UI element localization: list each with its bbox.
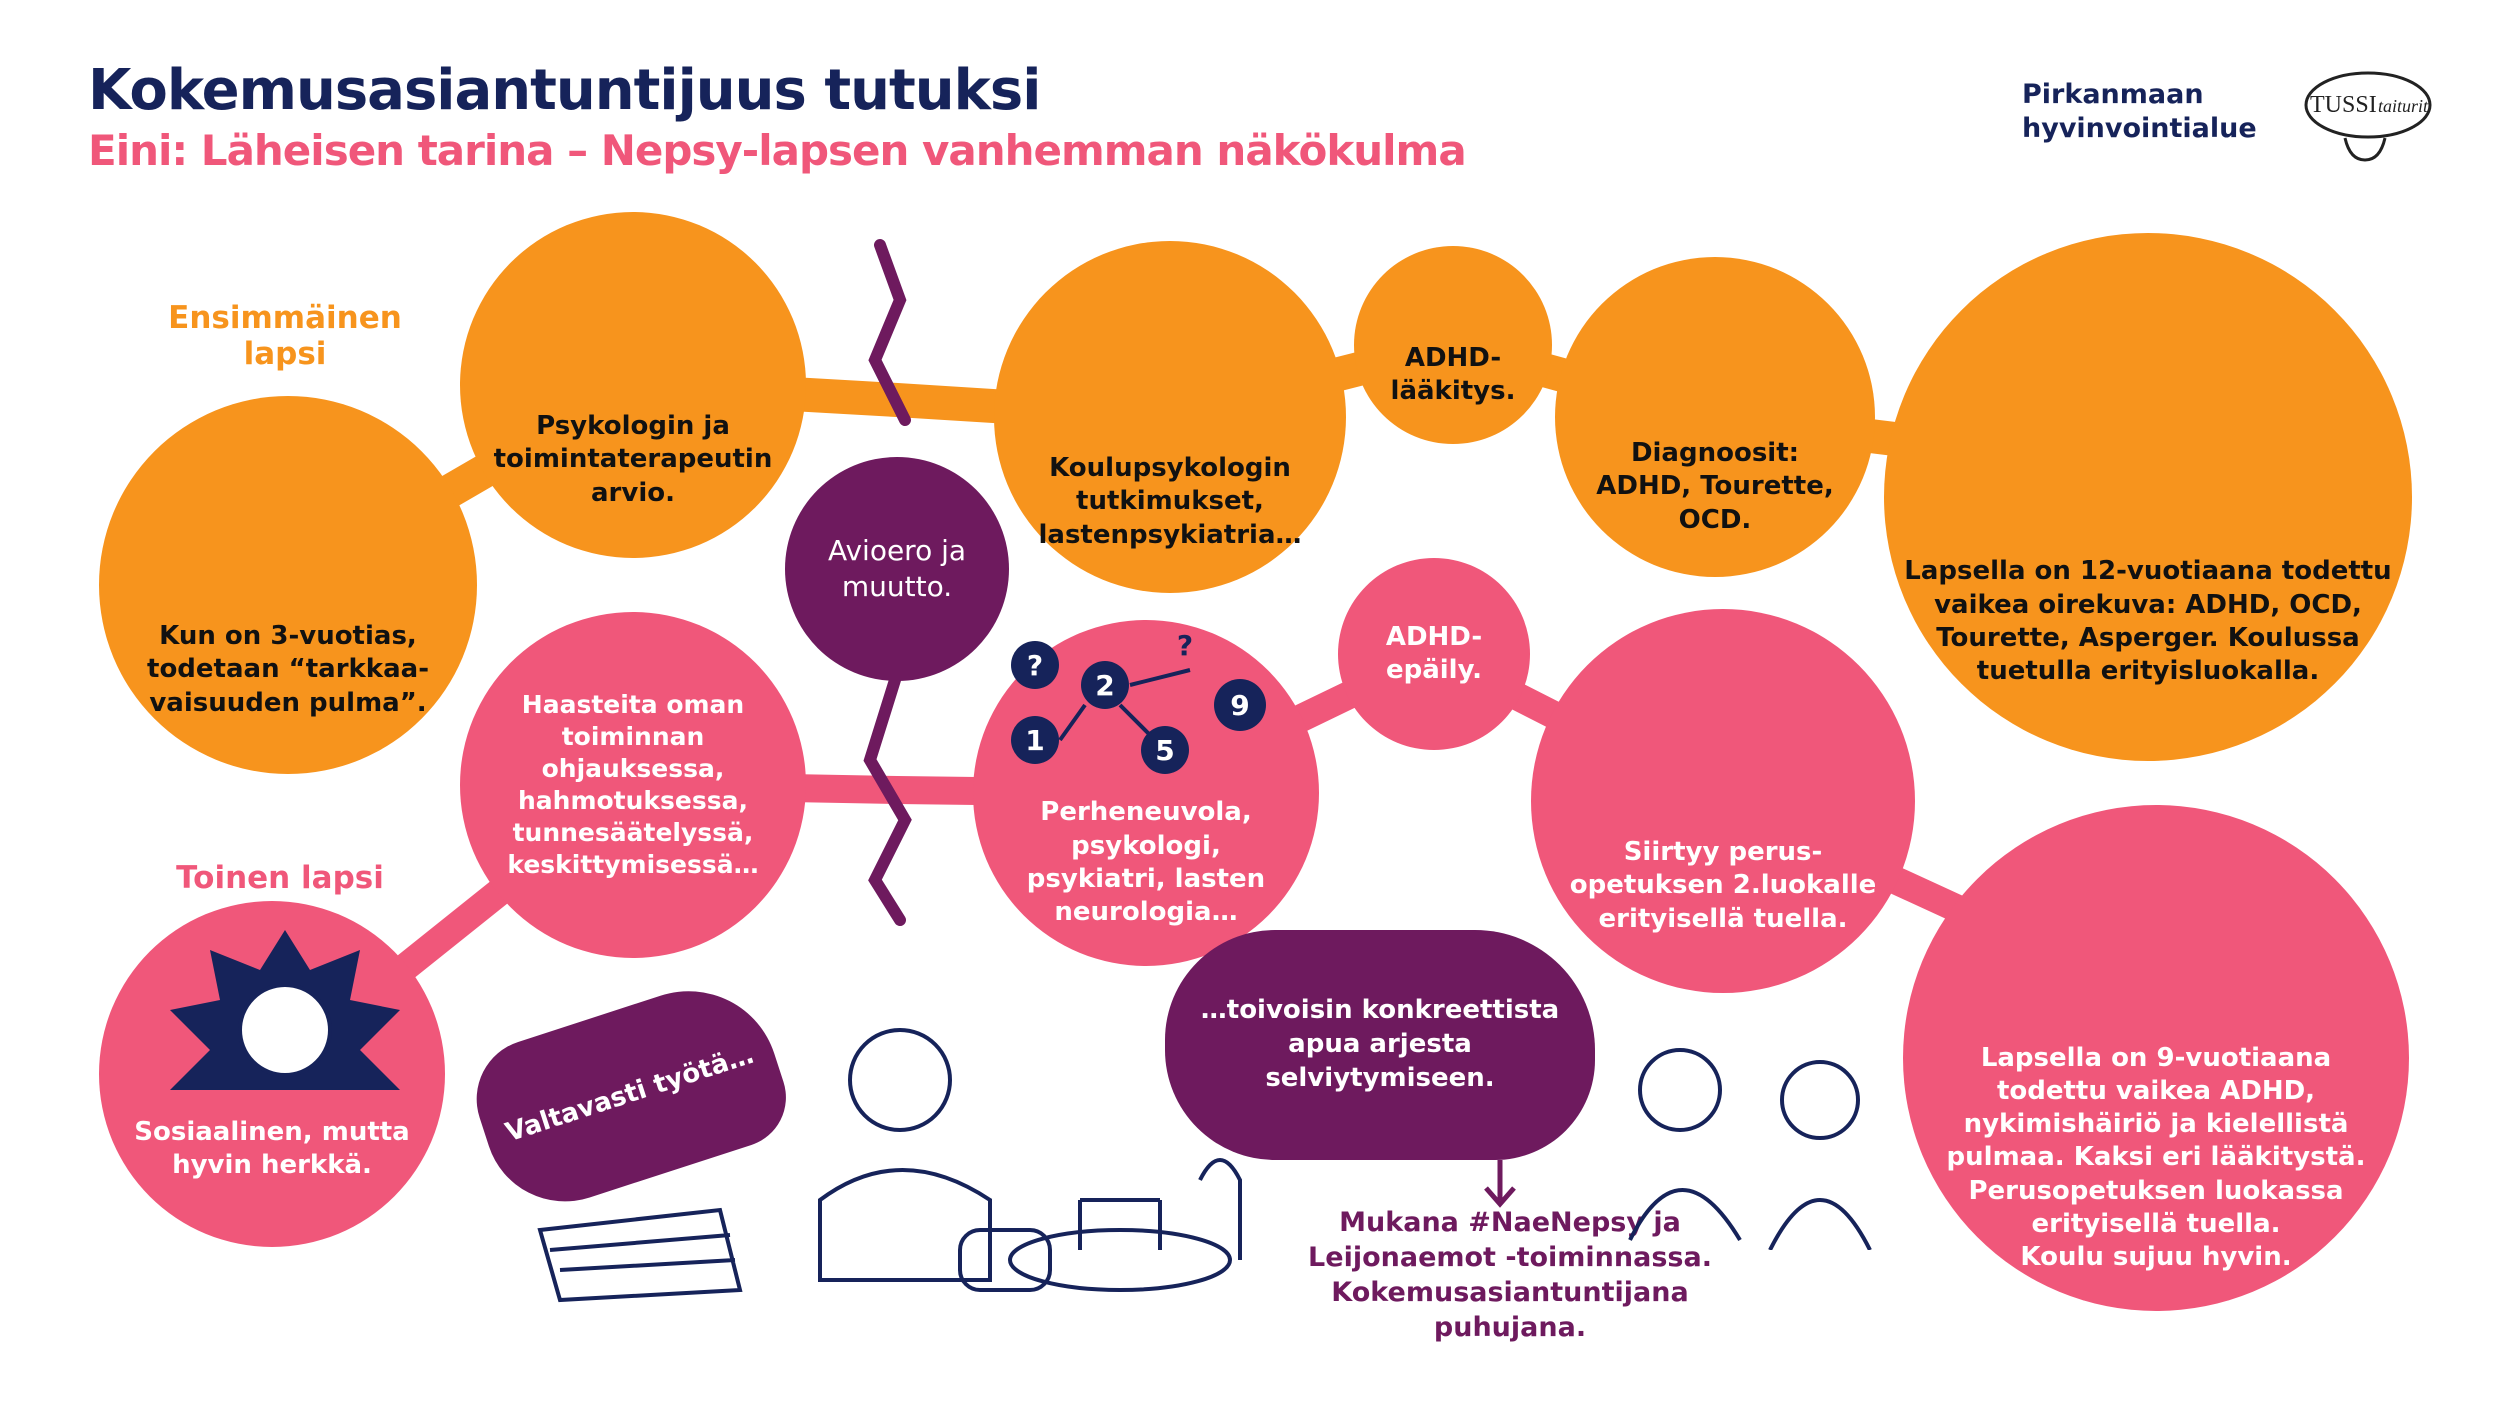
svg-text:TUSSI: TUSSI: [2310, 92, 2377, 118]
page-subtitle: Eini: Läheisen tarina – Nepsy-lapsen van…: [88, 126, 1467, 175]
step-text: Lapsella on 12-vuotiaana todettu vaikea …: [1904, 556, 2392, 687]
puzzle-number: 1: [1025, 724, 1044, 757]
first-child-label: Ensimmäinen lapsi: [168, 300, 402, 372]
first-child-step-5: Diagnoosit: ADHD, Tourette, OCD.: [1555, 257, 1875, 577]
step-text: Sosiaalinen, mutta hyvin herkkä.: [134, 1116, 410, 1180]
first-child-step-3: Koulupsykologin tutkimukset, lastenpsyki…: [994, 241, 1346, 593]
step-text: Psykologin ja toimintaterapeutin arvio.: [493, 411, 773, 508]
second-child-step-4: ADHD- epäily.: [1338, 558, 1530, 750]
puzzle-mark: ?: [1027, 649, 1043, 682]
step-text: Kun on 3-vuotias, todetaan “tarkkaa- vai…: [147, 621, 429, 718]
tussitaiturit-logo: TUSSI taiturit: [2304, 71, 2432, 162]
puzzle-number: 2: [1095, 669, 1114, 702]
step-text: Perheneuvola, psykologi, psykiatri, last…: [1026, 797, 1266, 928]
puzzle-numbers-illustration: ? 2 ? 1 5 9: [1011, 629, 1266, 774]
organization-logo: Pirkanmaan hyvinvointialue: [2022, 79, 2257, 144]
puzzle-number: 5: [1155, 734, 1174, 767]
second-child-step-5: Siirtyy perus- opetuksen 2.luokalle erit…: [1531, 609, 1915, 993]
first-child-step-4: ADHD- lääkitys.: [1354, 246, 1552, 444]
bubble-text: …toivoisin konkreettista apua arjesta se…: [1200, 995, 1560, 1093]
second-child-label: Toinen lapsi: [176, 860, 384, 896]
step-text: Koulupsykologin tutkimukset, lastenpsyki…: [1038, 453, 1302, 550]
wish-thought-bubble: …toivoisin konkreettista apua arjesta se…: [1165, 930, 1595, 1160]
first-child-step-6: Lapsella on 12-vuotiaana todettu vaikea …: [1884, 233, 2412, 761]
stressed-child-illustration: [170, 930, 400, 1090]
step-text: Diagnoosit: ADHD, Tourette, OCD.: [1596, 438, 1834, 535]
involvement-text: Mukana #NaeNepsy ja Leijonaemot -toiminn…: [1308, 1207, 1712, 1344]
parent-at-kitchen-illustration: [537, 1028, 1242, 1303]
step-text: ADHD- lääkitys.: [1390, 342, 1516, 406]
puzzle-number: 9: [1230, 689, 1249, 722]
page-title: Kokemusasiantuntijuus tutuksi: [88, 58, 1041, 123]
step-text: Lapsella on 9-vuotiaana todettu vaikea A…: [1946, 1042, 2366, 1273]
two-people-illustration: [1628, 1048, 1872, 1250]
first-child-step-2: Psykologin ja toimintaterapeutin arvio.: [460, 212, 806, 558]
divorce-event: Avioero ja muutto.: [785, 457, 1009, 681]
second-child-step-6: Lapsella on 9-vuotiaana todettu vaikea A…: [1903, 805, 2409, 1311]
step-text: Siirtyy perus- opetuksen 2.luokalle erit…: [1569, 837, 1877, 934]
divorce-text: Avioero ja muutto.: [827, 534, 967, 603]
arrow-down-icon: [1484, 1160, 1516, 1208]
puzzle-mark: ?: [1177, 629, 1193, 662]
second-child-step-2: Haasteita oman toiminnan ohjauksessa, ha…: [460, 612, 806, 958]
svg-text:taiturit: taiturit: [2378, 96, 2429, 116]
first-child-step-1: Kun on 3-vuotias, todetaan “tarkkaa- vai…: [99, 396, 477, 774]
step-text: Haasteita oman toiminnan ohjauksessa, ha…: [507, 690, 759, 879]
step-text: ADHD- epäily.: [1385, 621, 1483, 685]
